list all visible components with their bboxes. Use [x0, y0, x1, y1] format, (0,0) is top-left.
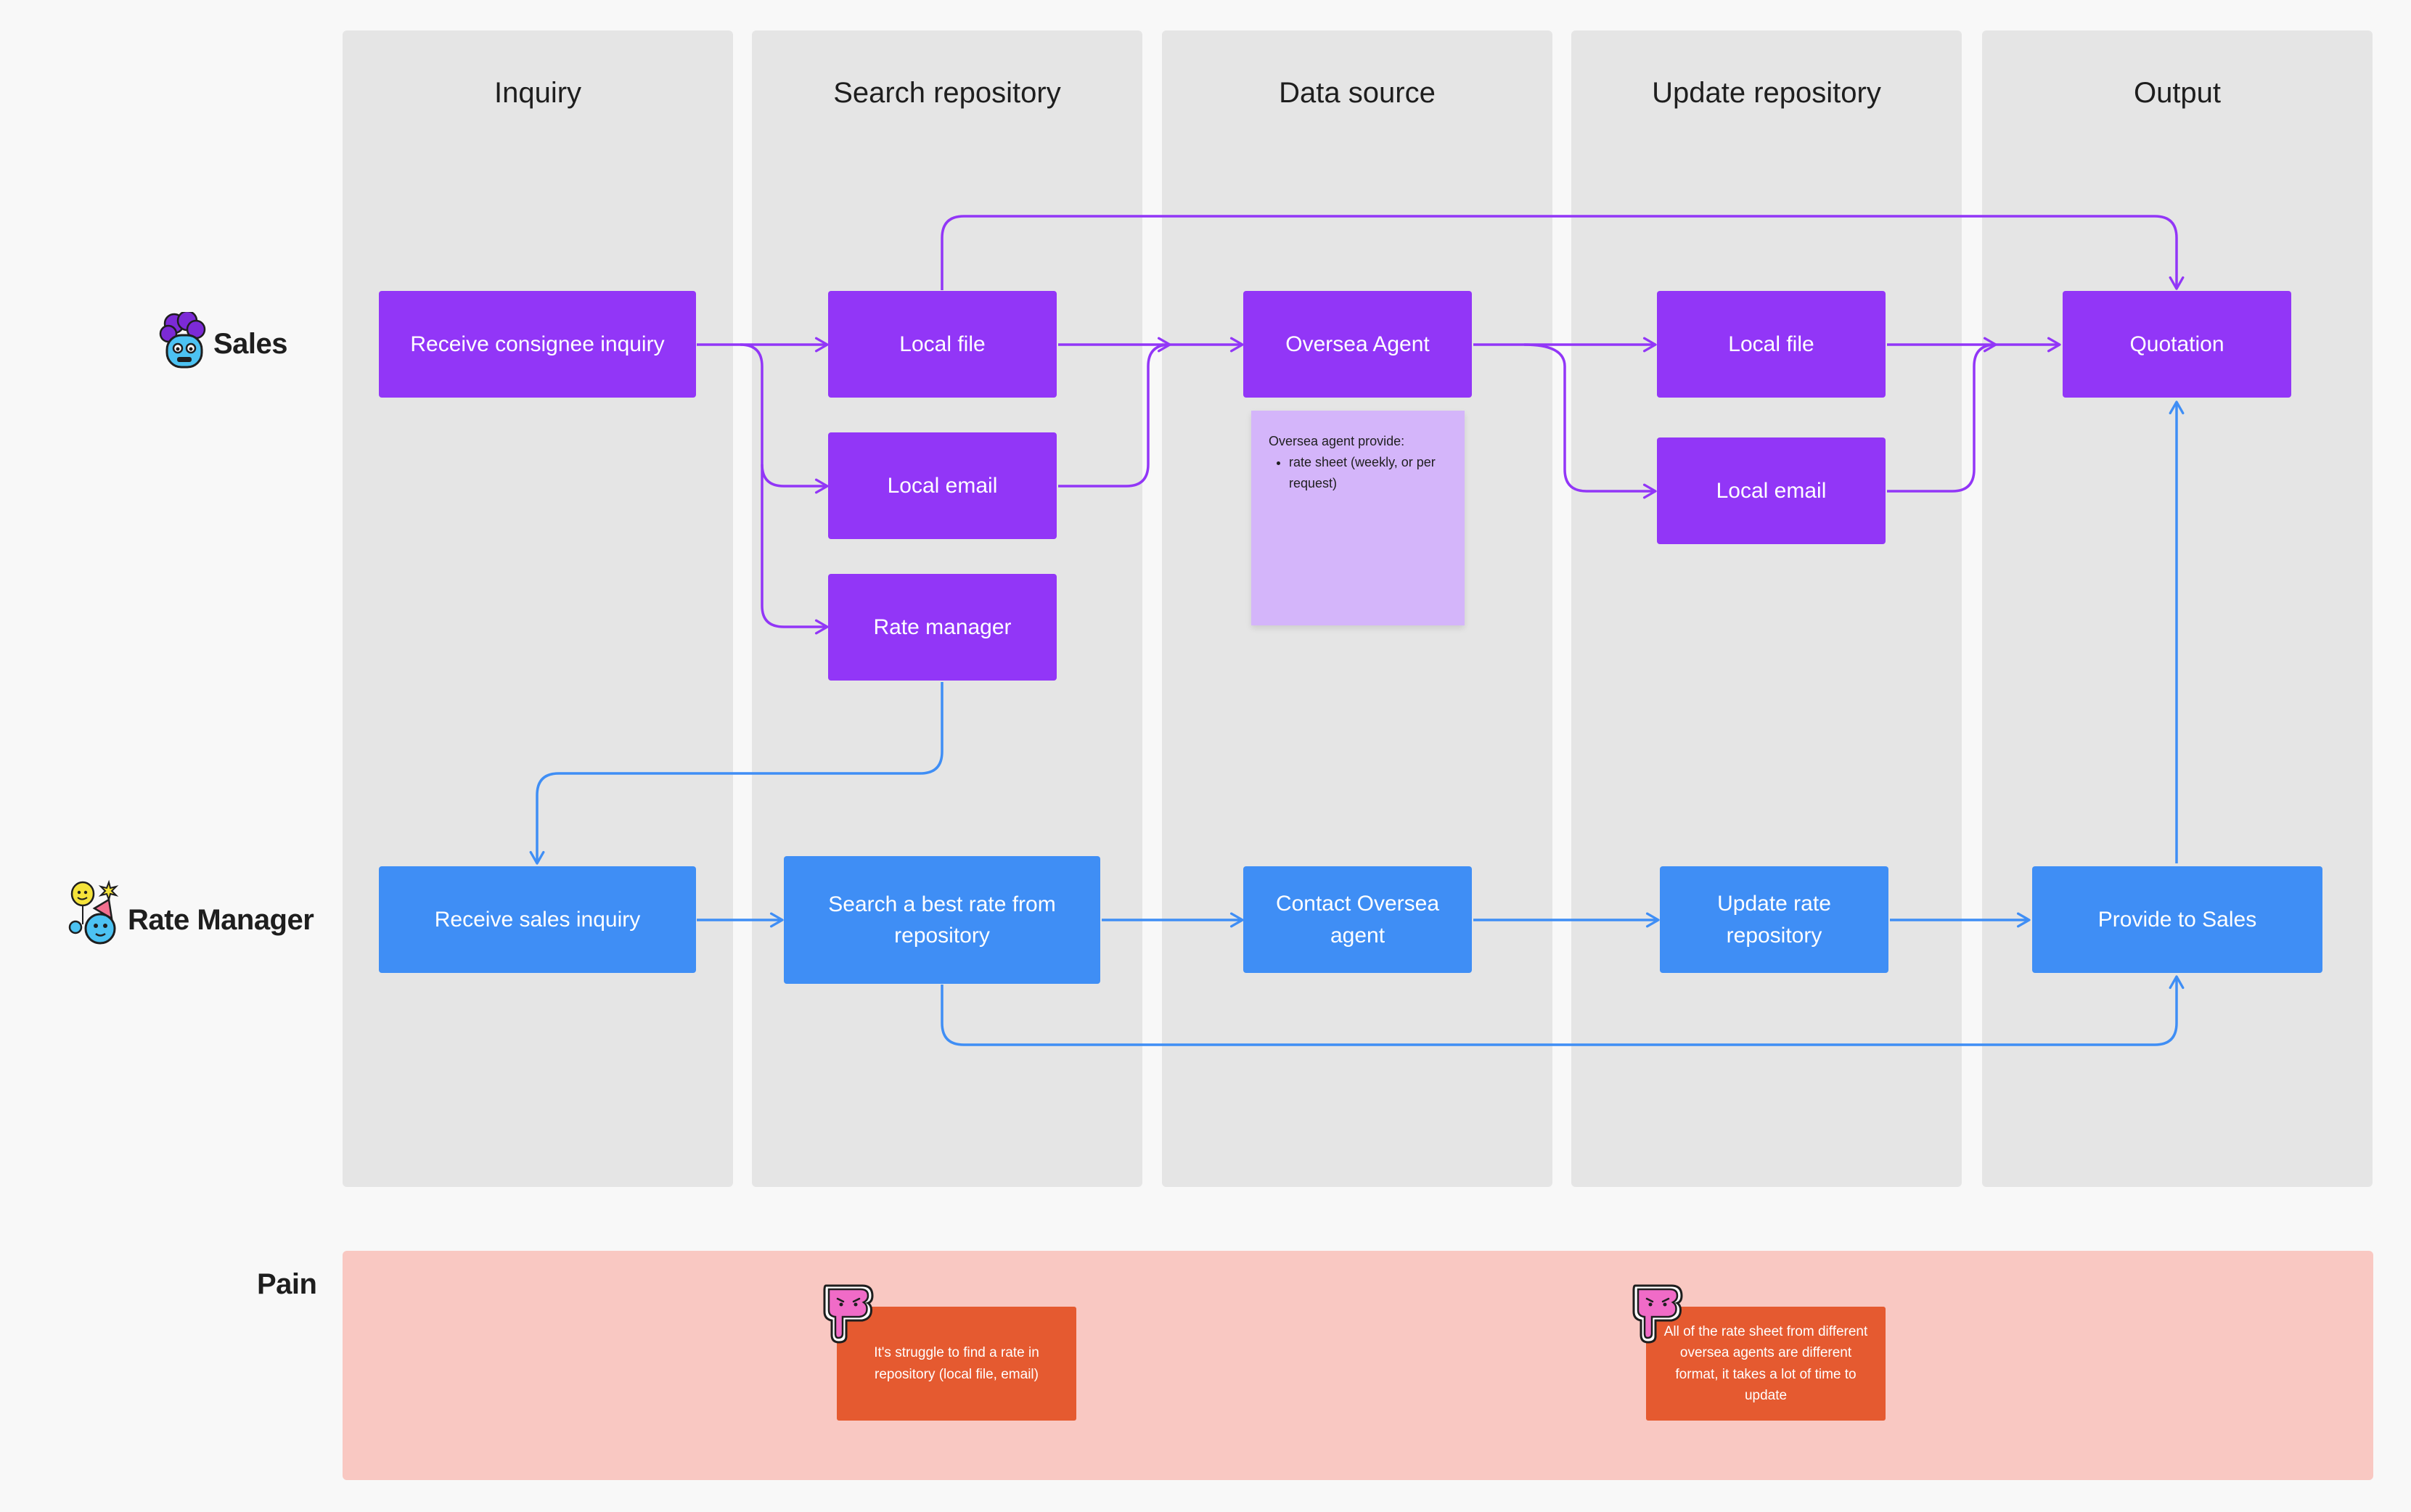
sticky-note-bullet: rate sheet (weekly, or per request) [1289, 452, 1447, 494]
pain-band [343, 1251, 2373, 1480]
arrow-inquiry-to-rate-manager [761, 464, 829, 635]
column-title-data-source: Data source [1279, 77, 1436, 109]
column-title-search-repository: Search repository [833, 77, 1061, 109]
arrow-inquiry-to-local-email [740, 343, 829, 494]
row-label-sales: Sales [213, 328, 288, 360]
node-search-best-rate[interactable]: Search a best rate from repository [784, 856, 1100, 984]
node-quotation[interactable]: Quotation [2063, 291, 2291, 398]
arrow-local-file-to-quotation-top [941, 215, 2185, 290]
thumbs-down-sticker-icon [1632, 1284, 1683, 1344]
node-update-rate-repository[interactable]: Update rate repository [1660, 866, 1888, 973]
arrow-search-rate-to-provide-sales-bottom [941, 975, 2185, 1046]
column-title-output: Output [2133, 77, 2222, 109]
column-title-inquiry: Inquiry [494, 77, 582, 109]
row-label-rate-manager: Rate Manager [128, 904, 314, 936]
column-inquiry: Inquiry [343, 30, 733, 1187]
row-label-pain: Pain [257, 1268, 317, 1300]
rate-manager-avatar-icon [68, 879, 119, 945]
node-local-email-update[interactable]: Local email [1657, 437, 1886, 544]
node-oversea-agent[interactable]: Oversea Agent [1243, 291, 1472, 398]
pain-note-update: All of the rate sheet from different ove… [1646, 1307, 1886, 1421]
thumbs-down-sticker-icon [823, 1284, 874, 1344]
arrow-oversea-agent-to-local-email [1523, 343, 1657, 499]
arrow-rate-manager-to-receive-sales-inquiry [529, 682, 943, 865]
node-local-email-search[interactable]: Local email [828, 432, 1057, 539]
column-update-repository: Update repository [1571, 30, 1962, 1187]
arrow-local-email-to-oversea-agent [1058, 337, 1171, 488]
node-receive-consignee-inquiry[interactable]: Receive consignee inquiry [379, 291, 696, 398]
arrow-local-email-to-quotation [1887, 337, 1997, 493]
node-rate-manager[interactable]: Rate manager [828, 574, 1057, 681]
sticky-note-heading: Oversea agent provide: [1269, 434, 1405, 448]
node-receive-sales-inquiry[interactable]: Receive sales inquiry [379, 866, 696, 973]
node-local-file-update[interactable]: Local file [1657, 291, 1886, 398]
column-title-update-repository: Update repository [1652, 77, 1881, 109]
sticky-note-oversea-agent: Oversea agent provide: rate sheet (weekl… [1251, 411, 1465, 625]
node-local-file-search[interactable]: Local file [828, 291, 1057, 398]
node-contact-oversea-agent[interactable]: Contact Oversea agent [1243, 866, 1472, 973]
node-provide-to-sales[interactable]: Provide to Sales [2032, 866, 2322, 973]
pain-note-search: It's struggle to find a rate in reposito… [837, 1307, 1076, 1421]
sales-avatar-icon [159, 312, 206, 369]
